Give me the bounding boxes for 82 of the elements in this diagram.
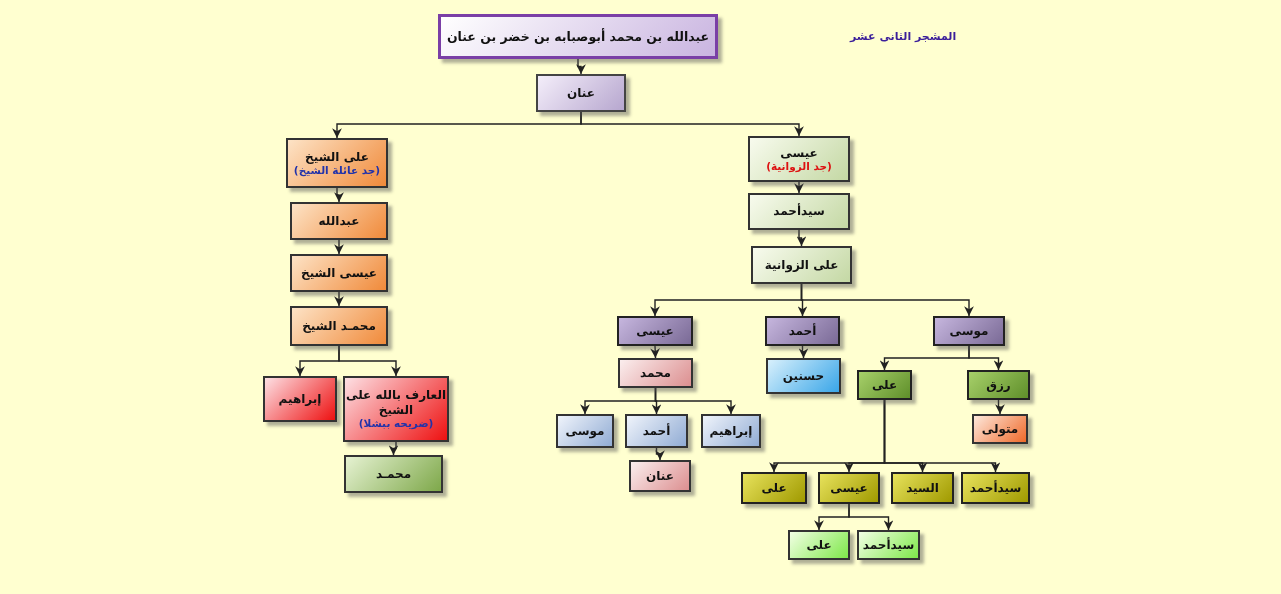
arrow [798, 345, 809, 359]
person-box [286, 138, 388, 188]
arrow [796, 229, 807, 247]
arrow [794, 181, 804, 194]
name-text: عبدالله بن محمد أبوصبابه بن خضر بن عنان [446, 29, 710, 44]
name-text: عيسى [636, 323, 674, 339]
diagram-title-text: المشجر الثانى عشر [850, 30, 957, 43]
name-text: العارف بالله على الشيخ [345, 388, 447, 418]
name-text: عيسى [780, 145, 818, 160]
name-text: على [806, 537, 832, 553]
arrow [800, 283, 974, 317]
name-text: متولى [981, 421, 1019, 437]
person-box [818, 472, 880, 504]
person-box [857, 370, 912, 400]
person-box [629, 460, 691, 492]
name-text: موسى [565, 423, 605, 439]
arrow [968, 345, 1004, 371]
name-text: محمـد الشيخ [302, 318, 376, 334]
person-box [967, 370, 1030, 400]
person-box [891, 472, 954, 504]
arrow [338, 345, 401, 377]
person-box [788, 530, 850, 560]
arrow [334, 187, 344, 203]
name-text: إبراهيم [278, 391, 322, 407]
person-box [751, 246, 852, 284]
person-box [343, 376, 449, 442]
name-text: رزق [986, 377, 1011, 393]
person-box [741, 472, 807, 504]
name-text: إبراهيم [709, 423, 753, 439]
person-box [765, 316, 840, 346]
name-text: عيسى الشيخ [301, 265, 377, 281]
name-text: موسى [949, 323, 989, 339]
person-box [766, 358, 841, 394]
arrow [334, 291, 344, 307]
person-box [701, 414, 761, 448]
name-text: عبدالله [318, 213, 360, 229]
person-box [263, 376, 337, 422]
name-text: عيسى [830, 480, 868, 496]
person-box [972, 414, 1028, 444]
arrow [334, 239, 344, 255]
arrow [883, 399, 1001, 473]
person-box [933, 316, 1005, 346]
arrow [388, 441, 399, 456]
arrow [580, 111, 804, 137]
name-text: على [761, 480, 787, 496]
arrow [654, 387, 736, 415]
person-box [625, 414, 688, 448]
name-text: أحمد [642, 423, 671, 439]
name-text: على الزوانية [764, 257, 839, 273]
person-box [290, 202, 388, 240]
name-text: عنان [646, 468, 674, 484]
name-text: على الشيخ [305, 149, 369, 164]
name-text: السيد [906, 480, 939, 496]
arrow [655, 447, 665, 461]
person-box [748, 136, 850, 182]
note-text: (جد عائلة الشيخ) [293, 163, 381, 177]
note-text: (جد الزوانية) [766, 159, 832, 173]
arrow [848, 503, 894, 531]
name-text: محمد [639, 365, 672, 381]
person-box [857, 530, 920, 560]
person-box [961, 472, 1030, 504]
person-box [556, 414, 614, 448]
person-box [748, 193, 850, 230]
person-box [290, 254, 388, 292]
name-text: محمـد [375, 466, 412, 482]
name-text: على [871, 377, 898, 393]
name-text: حسنين [782, 368, 825, 384]
person-box [618, 358, 693, 388]
arrow [576, 58, 586, 75]
name-text: سيدأحمد [862, 537, 915, 553]
note-text: (ضريحه ببشلا) [358, 417, 434, 430]
arrow [995, 399, 1005, 415]
person-box [344, 455, 443, 493]
person-box [617, 316, 693, 346]
name-text: سيدأحمد [773, 204, 825, 219]
person-box [290, 306, 388, 346]
name-text: عنان [567, 85, 595, 101]
arrow [650, 345, 660, 359]
person-box [536, 74, 626, 112]
name-text: أحمد [788, 323, 817, 339]
name-text: سيدأحمد [969, 480, 1022, 496]
root-person-box [438, 14, 718, 59]
